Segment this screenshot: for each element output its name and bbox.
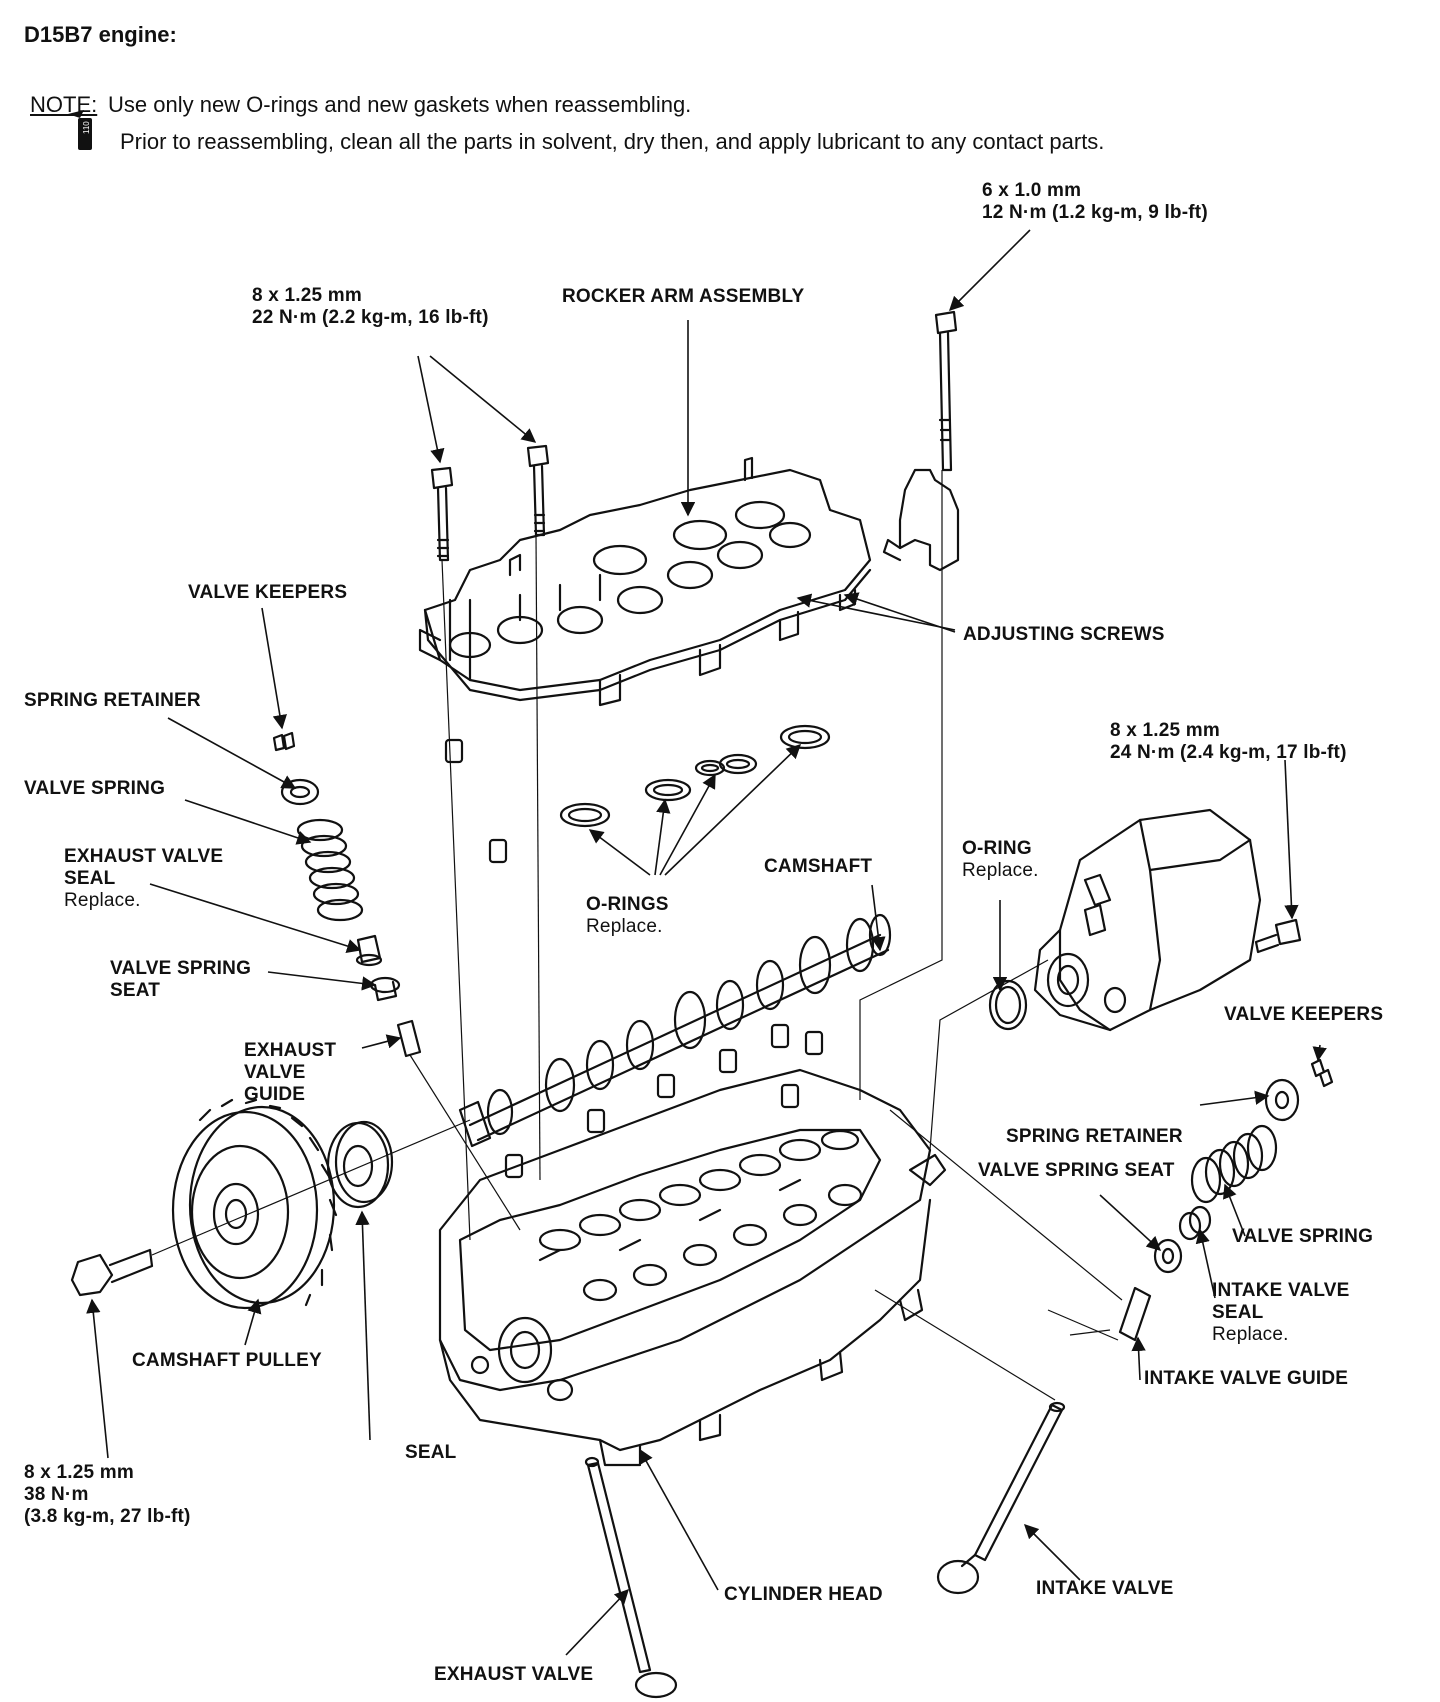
spring-retainer-left <box>280 778 320 806</box>
tool-reference-icon: 110 <box>68 110 92 150</box>
dowel-pin-2 <box>488 838 508 864</box>
valve-spring-seat-left <box>369 976 401 1002</box>
valve-spring-right <box>1190 1124 1278 1204</box>
note-block: NOTE: Use only new O-rings and new gasket… <box>30 86 1104 160</box>
note-line-2: Prior to reassembling, clean all the par… <box>120 129 1105 154</box>
o-rings-set <box>559 724 831 828</box>
page-title: D15B7 engine: <box>24 22 177 47</box>
intake-valve-part <box>936 1401 1066 1595</box>
tool-icon-text: 110 <box>82 121 91 134</box>
exhaust-valve-part <box>584 1456 678 1699</box>
long-bolt <box>934 310 958 472</box>
label-exhaust-valve-seal: EXHAUST VALVE SEAL Replace. <box>64 846 224 911</box>
label-cylinder-head: CYLINDER HEAD <box>724 1584 883 1605</box>
valve-spring-left <box>296 818 364 922</box>
label-valve-spring-seat-left: VALVE SPRING SEAT <box>110 958 252 1001</box>
label-camshaft-pulley: CAMSHAFT PULLEY <box>132 1350 322 1371</box>
spring-retainer-right <box>1264 1078 1300 1122</box>
intake-valve-seal-part <box>1178 1205 1212 1241</box>
rocker-bolt-left <box>430 466 454 562</box>
label-intake-valve: INTAKE VALVE <box>1036 1578 1174 1599</box>
distributor-bolt <box>1254 918 1302 954</box>
camshaft <box>458 913 892 1148</box>
exhaust-valve-guide-part <box>396 1019 422 1058</box>
label-camshaft: CAMSHAFT <box>764 856 873 877</box>
label-valve-spring-left: VALVE SPRING <box>24 778 166 799</box>
label-intake-valve-guide: INTAKE VALVE GUIDE <box>1144 1368 1349 1389</box>
camshaft-seal <box>326 1120 394 1209</box>
intake-valve-guide-part <box>1118 1286 1152 1342</box>
alignment-lines <box>151 470 1123 1401</box>
label-adjusting-screws: ADJUSTING SCREWS <box>963 624 1165 645</box>
dowel-pin-1 <box>444 738 464 764</box>
valve-keepers-right <box>1310 1058 1334 1088</box>
distributor <box>1033 808 1262 1032</box>
label-o-ring: O-RING Replace. <box>962 838 1039 881</box>
label-bolt-rocker: 8 x 1.25 mm 22 N·m (2.2 kg-m, 16 lb-ft) <box>252 285 489 328</box>
rocker-arm-assembly <box>418 456 872 707</box>
exhaust-valve-seal-part <box>355 934 383 967</box>
label-exhaust-valve-guide: EXHAUST VALVE GUIDE <box>244 1040 337 1105</box>
note-label: NOTE: <box>30 92 98 117</box>
label-exhaust-valve: EXHAUST VALVE <box>434 1664 594 1685</box>
cylinder-head <box>438 1023 947 1467</box>
label-rocker-arm-assembly: ROCKER ARM ASSEMBLY <box>562 286 805 307</box>
label-bolt-top-right: 6 x 1.0 mm 12 N·m (1.2 kg-m, 9 lb-ft) <box>982 180 1208 223</box>
label-valve-keepers-left: VALVE KEEPERS <box>188 582 348 603</box>
leader-lines <box>86 229 1327 1656</box>
label-seal: SEAL <box>405 1442 457 1463</box>
label-intake-valve-seal: INTAKE VALVE SEAL Replace. <box>1212 1280 1350 1345</box>
label-o-rings: O-RINGS Replace. <box>586 894 669 937</box>
label-bolt-distributor: 8 x 1.25 mm 24 N·m (2.4 kg-m, 17 lb-ft) <box>1110 720 1347 763</box>
camshaft-pulley <box>171 1098 338 1310</box>
label-spring-retainer-right: SPRING RETAINER <box>1006 1126 1183 1147</box>
label-spring-retainer-left: SPRING RETAINER <box>24 690 201 711</box>
distributor-o-ring <box>988 979 1028 1031</box>
label-valve-keepers-right: VALVE KEEPERS <box>1224 1004 1384 1025</box>
note-line-1: Use only new O-rings and new gaskets whe… <box>108 92 692 117</box>
rocker-bolt-right <box>526 444 550 537</box>
label-bolt-pulley: 8 x 1.25 mm 38 N·m (3.8 kg-m, 27 lb-ft) <box>24 1462 191 1527</box>
label-valve-spring-right: VALVE SPRING <box>1232 1226 1374 1247</box>
label-valve-spring-seat-right: VALVE SPRING SEAT <box>978 1160 1175 1181</box>
cam-holder-cap <box>882 468 960 572</box>
valve-spring-seat-right <box>1153 1238 1183 1274</box>
pulley-bolt <box>70 1248 154 1297</box>
valve-keepers-left <box>272 731 296 752</box>
